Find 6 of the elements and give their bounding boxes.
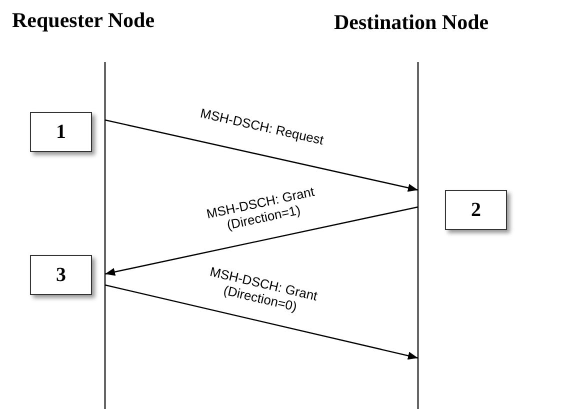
participant-heading: Requester Node <box>12 8 155 33</box>
message-arrow <box>104 206 418 276</box>
message-arrow <box>104 284 418 360</box>
participant-heading: Destination Node <box>334 10 489 35</box>
message-arrow <box>104 119 418 192</box>
step-number: 2 <box>445 190 507 230</box>
